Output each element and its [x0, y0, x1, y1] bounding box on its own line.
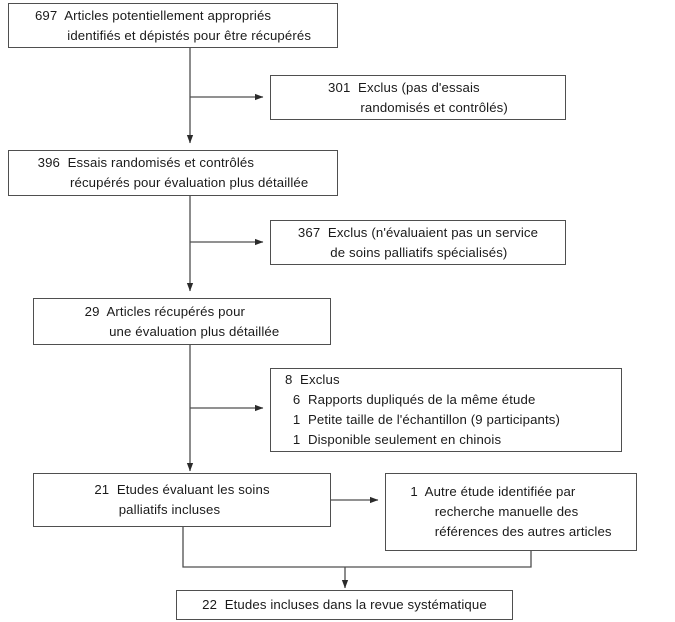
node-excluded-1-line-2: randomisés et contrôlés): [360, 99, 508, 115]
node-rct-retrieved-line-2: récupérés pour évaluation plus détaillée: [69, 175, 309, 190]
node-articles-retrieved: 29 Articles récupérés pour une évaluatio…: [33, 298, 331, 345]
connector-merge-bar: [182, 527, 532, 568]
node-excluded-3-line-2: 6 Rapports dupliqués de la même étude: [292, 392, 536, 407]
node-excluded-2: 367 Exclus (n'évaluaient pas un service …: [270, 220, 566, 265]
node-total-included-line-1: 22 Etudes incluses dans la revue systéma…: [202, 597, 487, 612]
node-total-included: 22 Etudes incluses dans la revue systéma…: [176, 590, 513, 620]
node-excluded-2-line-2: de soins palliatifs spécialisés): [330, 244, 508, 260]
node-hand-search: 1 Autre étude identifiée par recherche m…: [385, 473, 637, 551]
node-identified-line-2: identifiés et dépistés pour être récupér…: [67, 27, 312, 43]
node-hand-search-line-2: recherche manuelle des: [434, 504, 579, 519]
node-rct-retrieved: 396 Essais randomisés et contrôlés récup…: [8, 150, 338, 196]
node-excluded-1-line-1: 301 Exclus (pas d'essais: [328, 79, 480, 95]
node-excluded-3: 8 Exclus 6 Rapports dupliqués de la même…: [270, 368, 622, 452]
node-identified-line-1: 697 Articles potentiellement appropriés: [34, 7, 272, 23]
node-excluded-2-line-1: 367 Exclus (n'évaluaient pas un service: [297, 224, 539, 240]
node-excluded-3-line-3: 1 Petite taille de l'échantillon (9 part…: [292, 412, 561, 427]
node-hand-search-line-3: références des autres articles: [434, 524, 612, 539]
node-excluded-3-line-1: 8 Exclus: [285, 372, 340, 387]
node-studies-included: 21 Etudes évaluant les soins palliatifs …: [33, 473, 331, 527]
node-excluded-3-line-4: 1 Disponible seulement en chinois: [292, 432, 502, 447]
node-articles-retrieved-line-2: une évaluation plus détaillée: [109, 323, 280, 339]
node-studies-included-line-1: 21 Etudes évaluant les soins: [94, 482, 270, 497]
node-articles-retrieved-line-1: 29 Articles récupérés pour: [84, 303, 246, 319]
node-identified: 697 Articles potentiellement appropriés …: [8, 3, 338, 48]
node-excluded-1: 301 Exclus (pas d'essais randomisés et c…: [270, 75, 566, 120]
node-studies-included-line-2: palliatifs incluses: [118, 502, 221, 517]
node-rct-retrieved-line-1: 396 Essais randomisés et contrôlés: [37, 155, 255, 170]
node-hand-search-line-1: 1 Autre étude identifiée par: [410, 484, 576, 499]
